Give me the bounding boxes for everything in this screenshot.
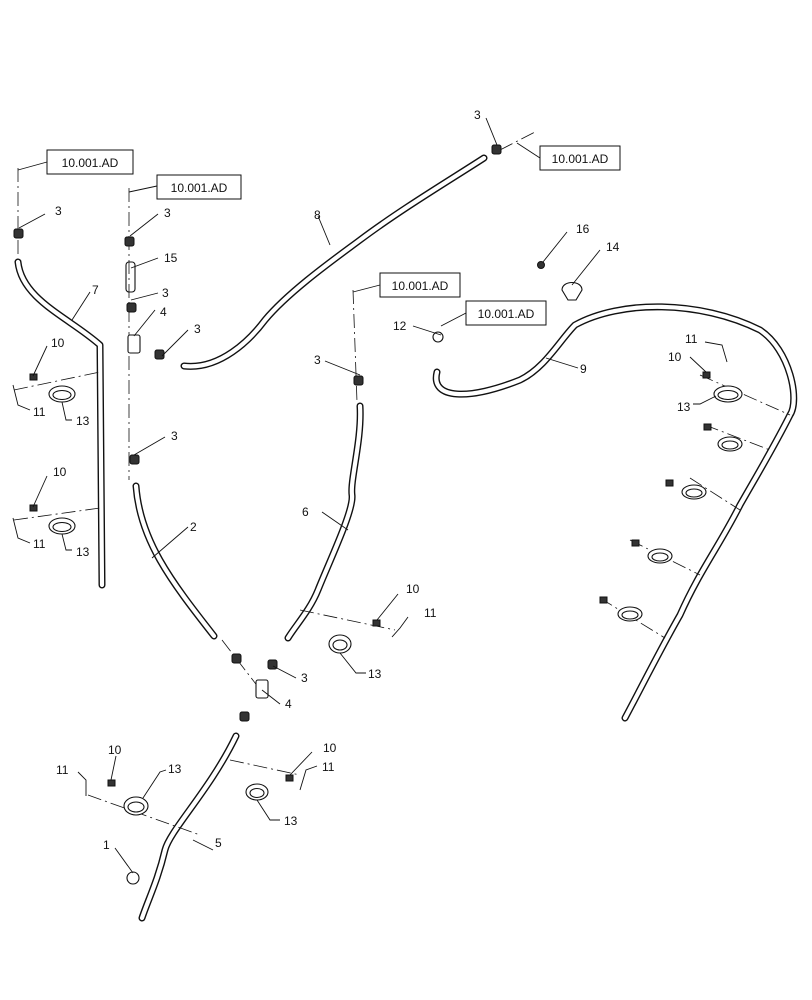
callout-16: 16 [576, 222, 590, 236]
reference-label: 10.001.AD [552, 152, 609, 166]
callout-7: 7 [92, 283, 99, 297]
reference-box-a[interactable]: 10.001.AD [46, 149, 134, 175]
reference-box-e[interactable]: 10.001.AD [465, 300, 547, 326]
callout-3: 3 [301, 671, 308, 685]
hose-9 [432, 303, 798, 722]
callout-13: 13 [368, 667, 382, 681]
callout-1: 1 [103, 838, 110, 852]
hose-5 [138, 732, 240, 922]
hose-6 [284, 402, 364, 642]
callout-11: 11 [424, 606, 437, 620]
callout-4: 4 [160, 305, 167, 319]
hose-8 [180, 154, 488, 370]
callout-13: 13 [76, 545, 90, 559]
callout-13: 13 [168, 762, 182, 776]
callout-11: 11 [33, 537, 46, 551]
callout-10: 10 [51, 336, 65, 350]
callout-10: 10 [323, 741, 337, 755]
center-lines [13, 131, 791, 836]
callout-10: 10 [53, 465, 67, 479]
callout-13: 13 [76, 414, 90, 428]
callout-11: 11 [56, 763, 69, 777]
reference-box-d[interactable]: 10.001.AD [379, 272, 461, 298]
callout-3: 3 [55, 204, 62, 218]
callout-5: 5 [215, 836, 222, 850]
tube-15 [125, 261, 136, 293]
reference-box-c[interactable]: 10.001.AD [539, 145, 621, 171]
hose-7 [14, 258, 106, 589]
reference-label: 10.001.AD [392, 279, 449, 293]
callout-9: 9 [580, 362, 587, 376]
callout-3: 3 [194, 322, 201, 336]
callout-11: 11 [685, 332, 698, 346]
callout-12: 12 [393, 319, 407, 333]
callout-13: 13 [677, 400, 691, 414]
fitting-parts [13, 144, 712, 885]
callout-3: 3 [162, 286, 169, 300]
reference-label: 10.001.AD [171, 181, 228, 195]
callout-10: 10 [668, 350, 682, 364]
callout-15: 15 [164, 251, 178, 265]
callout-3: 3 [474, 108, 481, 122]
callout-4: 4 [285, 697, 292, 711]
callout-3: 3 [164, 206, 171, 220]
reference-label: 10.001.AD [62, 156, 119, 170]
callout-13: 13 [284, 814, 298, 828]
callout-11: 11 [33, 405, 46, 419]
callout-numbers: 3 3 15 3 4 3 7 8 3 3 3 2 6 3 4 5 1 12 16… [33, 108, 698, 852]
reference-box-b[interactable]: 10.001.AD [156, 174, 242, 200]
clamp-13-parts [48, 385, 743, 816]
callout-10: 10 [108, 743, 122, 757]
reference-label: 10.001.AD [478, 307, 535, 321]
callout-3: 3 [171, 429, 178, 443]
callout-14: 14 [606, 240, 620, 254]
leader-lines [12, 117, 728, 874]
callout-2: 2 [190, 520, 197, 534]
callout-10: 10 [406, 582, 420, 596]
callout-6: 6 [302, 505, 309, 519]
callout-8: 8 [314, 208, 321, 222]
callout-3: 3 [314, 353, 321, 367]
hose-2 [132, 482, 218, 640]
callout-11: 11 [322, 760, 335, 774]
